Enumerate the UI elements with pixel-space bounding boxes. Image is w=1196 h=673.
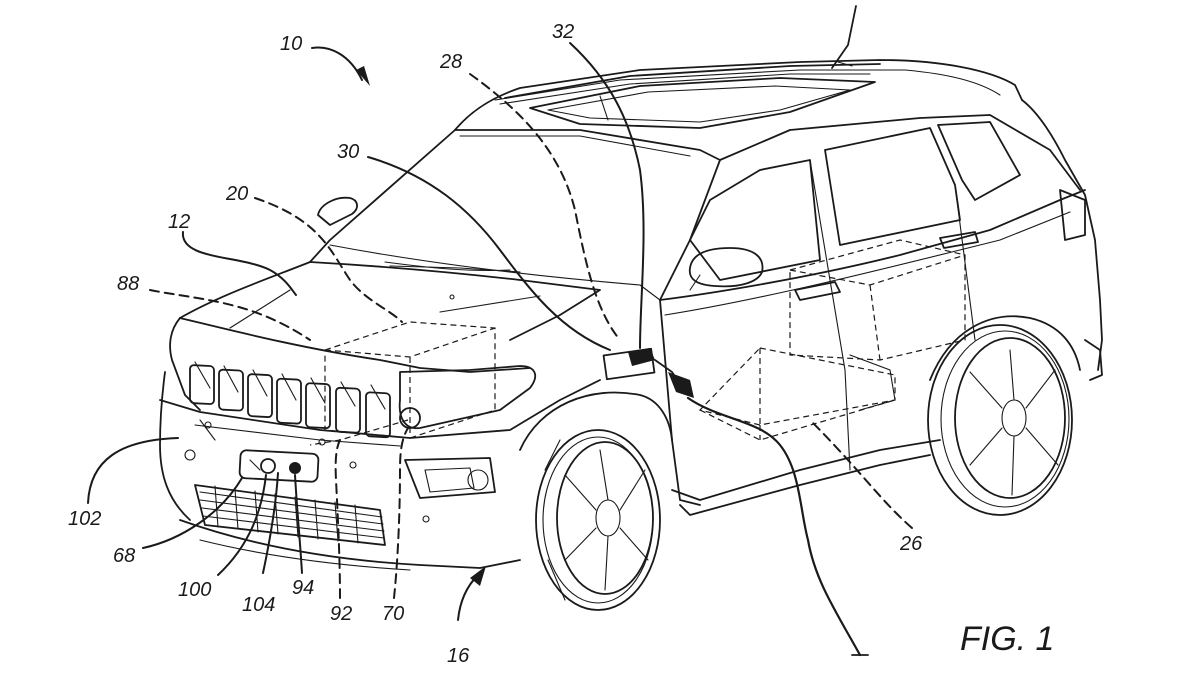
- roof-line: [454, 59, 1023, 131]
- ref-68: 68: [113, 545, 135, 567]
- door-handle-rear: [939, 231, 979, 249]
- door-handle-front: [794, 281, 841, 301]
- door-front-edge: [659, 299, 701, 506]
- quarter-window: [937, 121, 1021, 201]
- ref-104: 104: [242, 594, 275, 616]
- ref-20: 20: [225, 183, 248, 205]
- ref-12: 12: [168, 211, 190, 233]
- ref-94: 94: [292, 577, 314, 599]
- window-top-line: [719, 114, 1081, 191]
- leader-lines: [87, 42, 913, 621]
- reference-numerals: 10 12 16 20 26 28 30 32 68 70 88 92 94 1…: [68, 21, 923, 667]
- rear-component-box: [789, 239, 966, 361]
- charge-cable: [686, 396, 862, 657]
- front-component-box: [324, 321, 496, 439]
- ref-100: 100: [178, 579, 211, 601]
- rear-wheel-arch: [929, 315, 1081, 381]
- front-fascia-side: [159, 371, 191, 521]
- vehicle-body: [159, 5, 1103, 611]
- ref-92: 92: [330, 603, 352, 625]
- hidden-components: [309, 239, 966, 446]
- far-mirror: [317, 196, 358, 226]
- ref-16: 16: [447, 645, 470, 667]
- lower-grille: [194, 484, 386, 546]
- ref-88: 88: [117, 273, 139, 295]
- tail-light: [1059, 189, 1086, 241]
- front-fascia-top: [169, 317, 201, 411]
- rear-pillar: [1021, 99, 1103, 371]
- rear-window: [824, 127, 961, 246]
- front-window: [689, 159, 821, 281]
- front-wheel: [535, 429, 661, 611]
- a-pillar: [659, 159, 721, 301]
- charge-port: [602, 347, 656, 381]
- charge-port-assembly: [602, 347, 869, 657]
- ref-26: 26: [899, 533, 923, 555]
- hood: [179, 261, 601, 341]
- battery-pack: [698, 347, 896, 426]
- sunroof: [529, 77, 876, 129]
- fog-light: [404, 457, 496, 499]
- front-wheel-arch: [519, 391, 673, 451]
- ref-102: 102: [68, 508, 101, 530]
- ref-28: 28: [439, 51, 462, 73]
- windshield-frame-left: [309, 129, 456, 263]
- figure-label: FIG. 1: [960, 620, 1054, 658]
- ref-10: 10: [280, 33, 302, 55]
- front-sensor-housing: [238, 449, 320, 483]
- ref-70: 70: [382, 603, 404, 625]
- rear-wheel: [927, 324, 1073, 516]
- ref-30: 30: [337, 141, 359, 163]
- grille: [189, 361, 391, 439]
- antenna: [831, 5, 857, 69]
- ref-32: 32: [552, 21, 574, 43]
- charge-plug: [668, 372, 694, 398]
- rocker-panel: [671, 439, 941, 501]
- chin-spoiler: [179, 519, 521, 569]
